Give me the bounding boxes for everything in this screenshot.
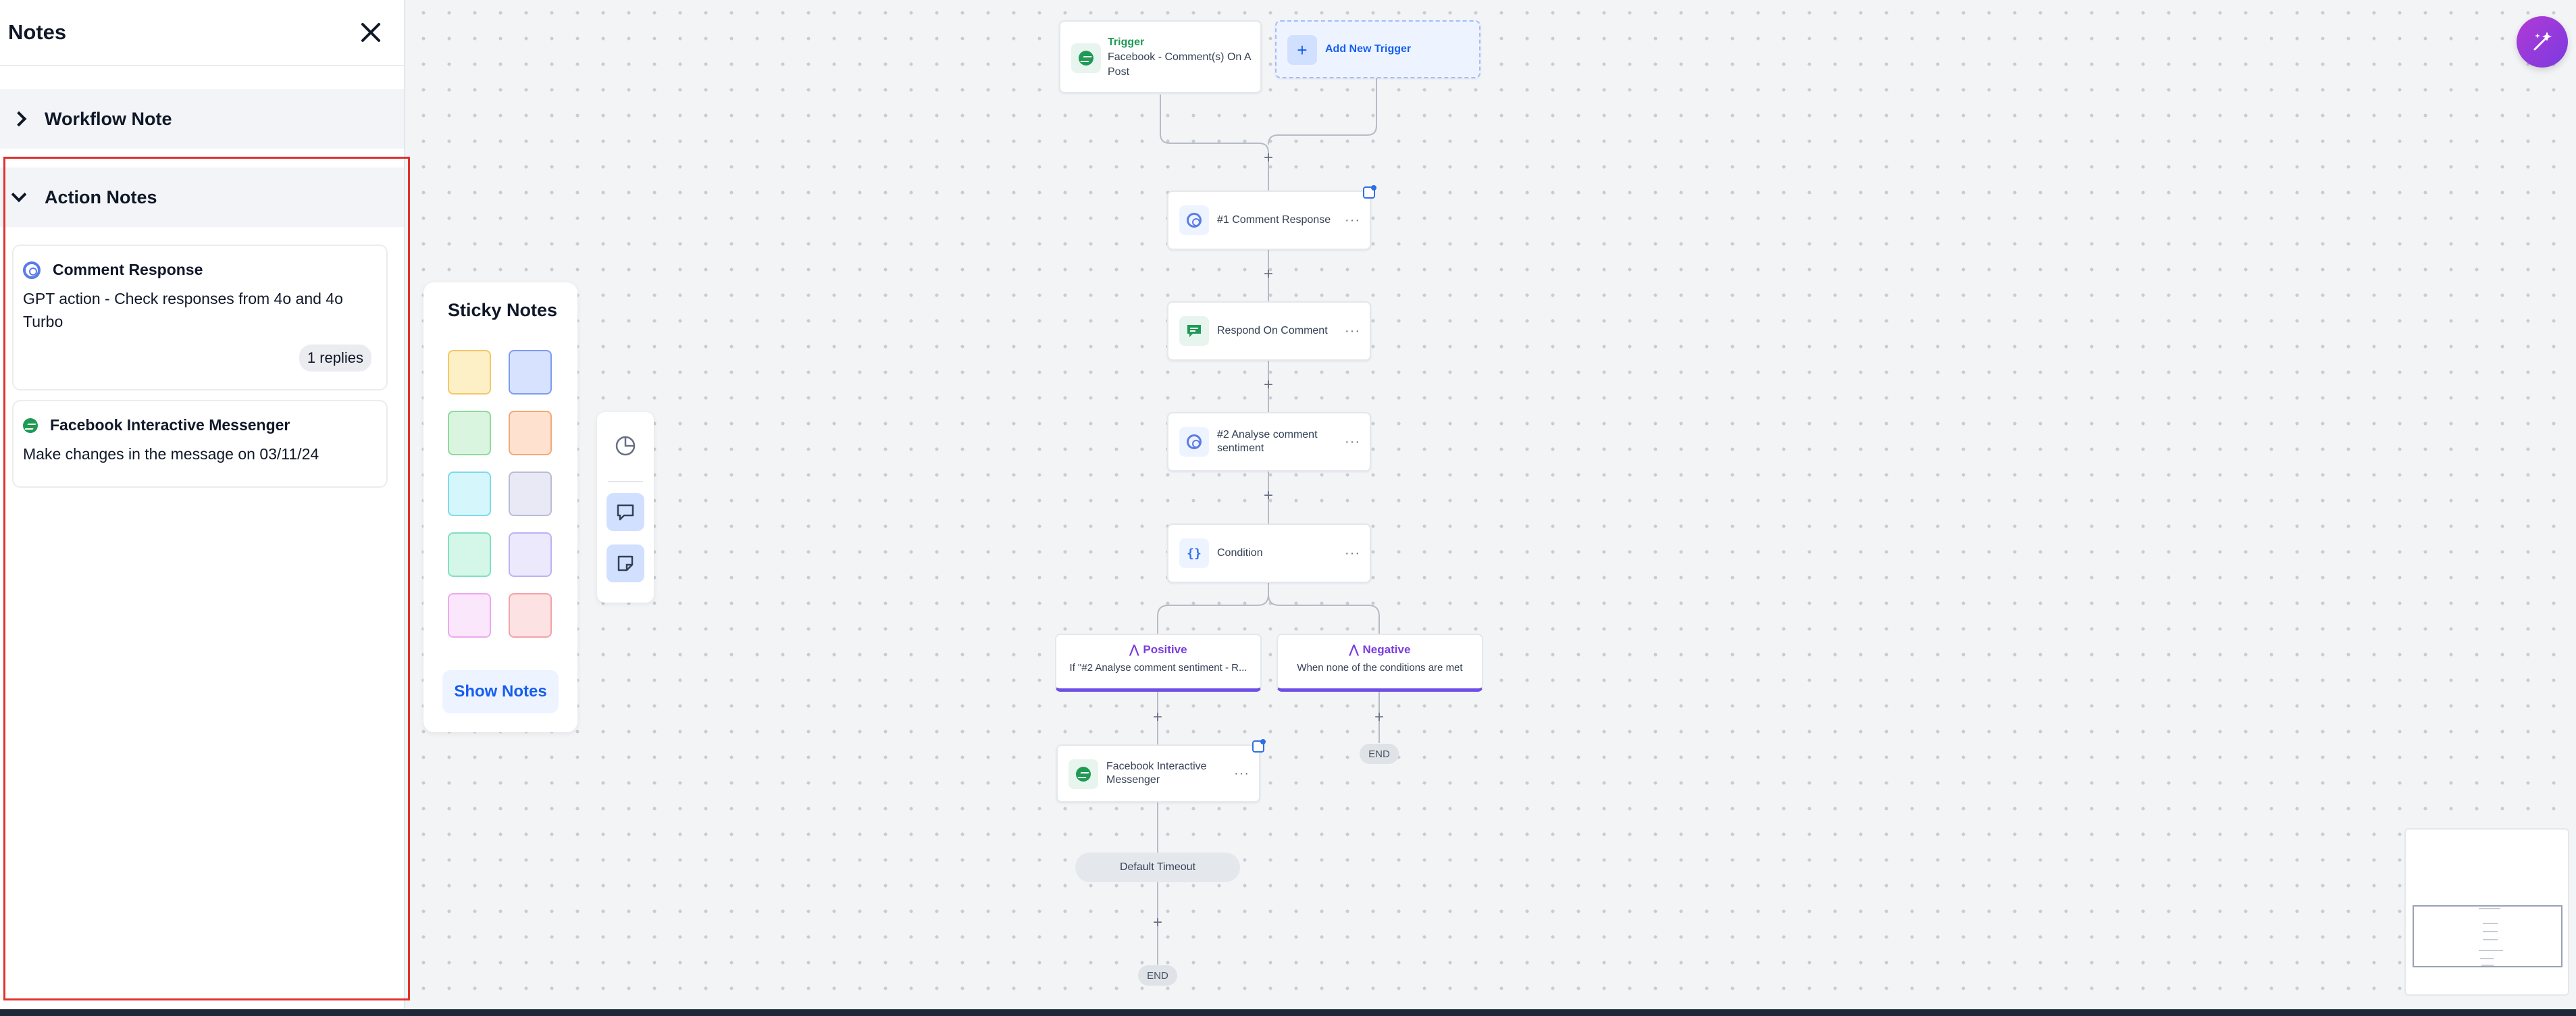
branch-description: When none of the conditions are met [1297,662,1463,674]
add-trigger-node[interactable]: + Add New Trigger [1275,20,1480,78]
add-step-plus[interactable]: + [1152,913,1162,932]
note-title: Comment Response [53,261,203,278]
add-step-plus[interactable]: + [1374,708,1384,726]
close-icon[interactable] [359,21,382,44]
add-step-plus[interactable]: + [1152,708,1162,726]
end-marker: END [1360,744,1399,764]
add-trigger-label: Add New Trigger [1325,43,1412,55]
add-step-plus[interactable]: + [1263,149,1273,167]
gpt-icon [1179,205,1209,235]
more-menu-icon[interactable]: ··· [1234,765,1250,781]
add-step-plus[interactable]: + [1263,376,1273,394]
add-step-plus[interactable]: + [1263,265,1273,283]
messenger-icon [1068,759,1098,789]
more-menu-icon[interactable]: ··· [1345,323,1360,338]
rail-divider [608,481,643,482]
sticky-notes-title: Sticky Notes [448,300,558,320]
step-label: #1 Comment Response [1217,214,1331,226]
note-card-comment-response[interactable]: Comment Response GPT action - Check resp… [12,245,388,390]
minimap-viewport[interactable] [2413,905,2562,967]
branch-title: Negative [1362,643,1411,656]
sticky-color-swatch[interactable] [448,532,491,577]
trigger-label: Facebook - Comment(s) On A Post [1108,51,1251,78]
more-menu-icon[interactable]: ··· [1345,434,1360,449]
bottom-edge [0,1009,2576,1016]
trigger-node[interactable]: Trigger Facebook - Comment(s) On A Post [1059,20,1262,93]
external-link-icon[interactable] [1252,739,1266,753]
step-label: Respond On Comment [1217,325,1328,336]
workflow-step-comment-response[interactable]: #1 Comment Response ··· [1167,190,1371,250]
branch-icon: ⋀ [1349,643,1359,656]
action-notes-label: Action Notes [45,186,157,207]
branch-negative[interactable]: ⋀Negative When none of the conditions ar… [1277,634,1483,692]
sticky-color-swatch[interactable] [448,411,491,455]
messenger-icon [23,417,38,433]
plus-icon: + [1287,35,1317,65]
chevron-down-icon [11,186,27,203]
comment-icon [617,504,634,521]
sticky-notes-panel: Sticky Notes Show Notes [423,282,577,732]
minimap[interactable] [2404,828,2569,996]
messenger-icon [1071,43,1101,73]
note-text: Make changes in the message on 03/11/24 [23,445,319,463]
workflow-step-analyse-sentiment[interactable]: #2 Analyse comment sentiment ··· [1167,412,1371,472]
branch-positive[interactable]: ⋀ Positive If "#2 Analyse comment sentime… [1055,634,1262,692]
braces-icon: {} [1179,538,1209,568]
sticky-color-swatch[interactable] [509,593,552,638]
branch-description: If "#2 Analyse comment sentiment - R... [1069,662,1247,674]
sticky-color-swatch[interactable] [448,593,491,638]
pie-chart-icon [615,436,636,456]
ai-assist-button[interactable] [2517,16,2568,68]
sticky-color-swatch[interactable] [448,350,491,395]
note-title: Facebook Interactive Messenger [50,416,290,434]
trigger-kicker: Trigger [1108,36,1145,48]
sparkle-wand-icon [2533,32,2552,51]
more-menu-icon[interactable]: ··· [1345,545,1360,561]
gpt-icon [1179,427,1209,457]
analytics-button[interactable] [607,427,644,465]
step-label: Condition [1217,547,1263,559]
notes-panel: Notes Workflow Note Action Notes Comment… [0,0,405,1016]
external-link-icon[interactable] [1363,185,1376,199]
sticky-color-swatch[interactable] [509,532,552,577]
sticky-note-button[interactable] [607,544,644,582]
comments-button[interactable] [607,493,644,531]
end-marker: END [1138,965,1177,986]
workflow-step-respond-on-comment[interactable]: Respond On Comment ··· [1167,301,1371,361]
sticky-color-swatch[interactable] [448,472,491,516]
replies-chip[interactable]: 1 replies [299,345,371,372]
action-notes-section[interactable]: Action Notes [0,168,404,227]
note-card-facebook-messenger[interactable]: Facebook Interactive Messenger Make chan… [12,400,388,488]
note-text: GPT action - Check responses from 4o and… [23,290,343,330]
workflow-note-section[interactable]: Workflow Note [0,89,404,149]
sticky-color-swatch[interactable] [509,411,552,455]
add-step-plus[interactable]: + [1263,486,1273,505]
sticky-note-icon [617,555,634,572]
branch-icon: ⋀ [1129,643,1139,656]
step-label: Facebook Interactive Messenger [1106,761,1207,786]
workflow-step-condition[interactable]: {} Condition ··· [1167,524,1371,583]
notes-header: Notes [0,0,404,66]
sticky-color-swatch[interactable] [509,472,552,516]
default-timeout-pill[interactable]: Default Timeout [1075,853,1240,882]
chevron-right-icon [11,111,27,127]
branch-title: Positive [1143,643,1187,656]
workflow-note-label: Workflow Note [45,108,172,129]
more-menu-icon[interactable]: ··· [1345,212,1360,228]
show-notes-button[interactable]: Show Notes [442,670,559,713]
canvas-tool-rail [597,412,654,603]
gpt-icon [23,261,41,279]
chat-icon [1179,316,1209,346]
step-label: #2 Analyse comment sentiment [1217,429,1318,454]
notes-panel-title: Notes [8,20,67,44]
sticky-color-swatch[interactable] [509,350,552,395]
workflow-step-facebook-messenger[interactable]: Facebook Interactive Messenger ··· [1056,744,1260,803]
